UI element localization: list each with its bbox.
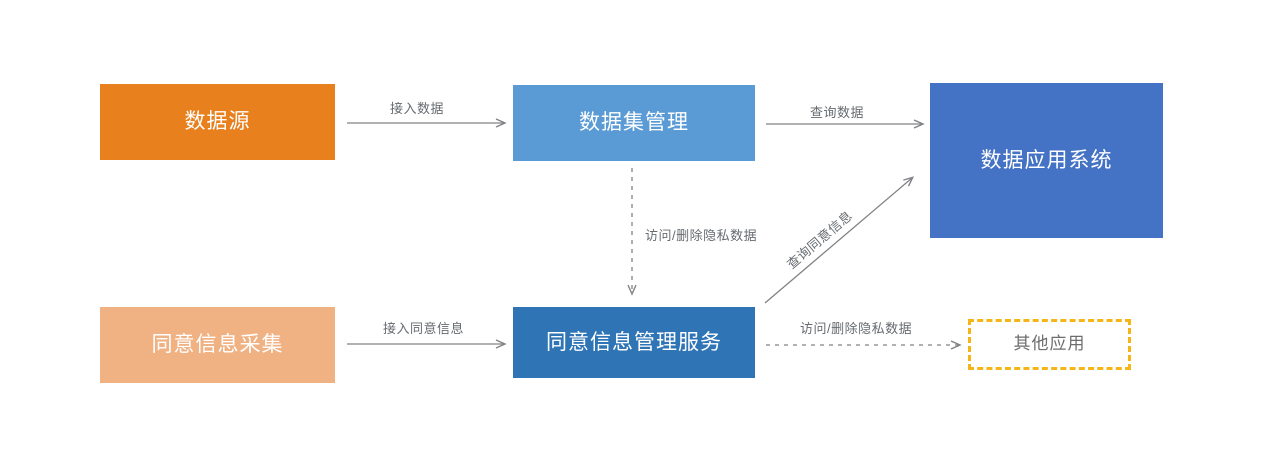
edge-label-access-data: 接入数据	[390, 101, 445, 116]
edge-label-access-consent-info: 接入同意信息	[383, 321, 465, 336]
node-dataset-management-label: 数据集管理	[579, 111, 689, 135]
node-data-source[interactable]: 数据源	[100, 84, 335, 160]
edge-query-consent-info	[764, 176, 915, 304]
edge-label-access-delete-private-data-vertical: 访问/删除隐私数据	[645, 228, 758, 243]
node-consent-collection-label: 同意信息采集	[151, 333, 284, 357]
node-consent-management-service[interactable]: 同意信息管理服务	[513, 307, 755, 378]
node-data-application-system-label: 数据应用系统	[980, 148, 1113, 172]
node-data-application-system[interactable]: 数据应用系统	[930, 83, 1163, 238]
node-data-source-label: 数据源	[184, 110, 251, 134]
node-other-application-label: 其他应用	[1013, 334, 1086, 354]
node-dataset-management[interactable]: 数据集管理	[513, 85, 755, 161]
edge-label-query-data: 查询数据	[810, 105, 865, 120]
edge-label-access-delete-private-data-horizontal: 访问/删除隐私数据	[800, 321, 913, 336]
node-other-application[interactable]: 其他应用	[968, 319, 1131, 370]
node-consent-management-service-label: 同意信息管理服务	[546, 330, 722, 354]
node-consent-collection[interactable]: 同意信息采集	[100, 307, 335, 383]
